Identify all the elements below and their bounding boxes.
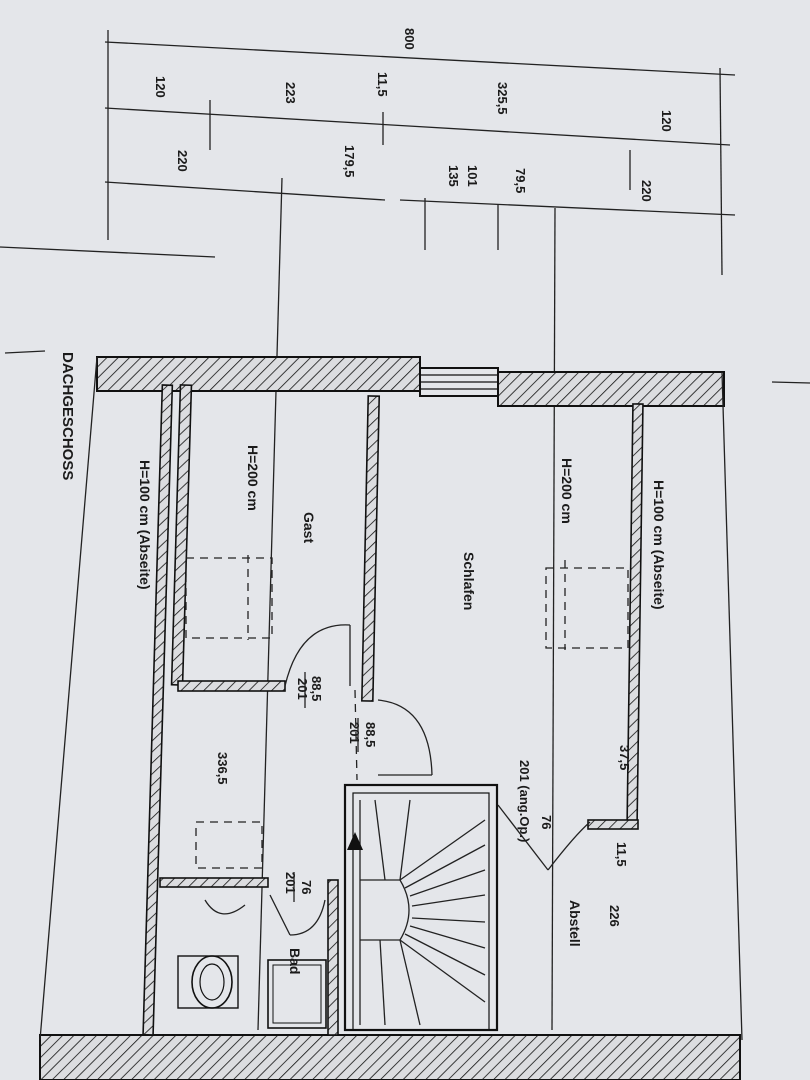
room-schlafen: Schlafen: [461, 552, 477, 610]
dim-76-a: 76: [539, 815, 554, 829]
labels: DACHGESCHOSS 800 11,5 325,5 120 120 223 …: [59, 28, 674, 974]
height-right: H=100 cm (Abseite): [651, 480, 667, 610]
dim-220-a: 220: [639, 180, 654, 202]
dim-325-5: 325,5: [495, 82, 510, 115]
dim-226: 226: [607, 905, 622, 927]
dim-top-total: 800: [402, 28, 417, 50]
height-schlafen: H=200 cm: [559, 458, 575, 524]
dim-88-5-b: 88,5: [363, 722, 378, 747]
dim-101: 101: [465, 165, 480, 187]
doors: [269, 624, 591, 936]
dim-120-b: 120: [153, 76, 168, 98]
dim-220-b: 220: [175, 150, 190, 172]
floor-title: DACHGESCHOSS: [59, 352, 76, 480]
room-gast: Gast: [301, 512, 317, 543]
walls: [39, 356, 743, 1080]
dim-179-5: 179,5: [342, 145, 357, 178]
dim-201-d: 201: [283, 872, 298, 894]
fraction-bars: [293, 672, 359, 902]
dim-201-c: 201: [347, 722, 362, 744]
dim-37-5: 37,5: [617, 745, 632, 770]
dim-11-5-b: 11,5: [614, 842, 629, 867]
dim-76-b: 76: [299, 880, 314, 894]
dim-223: 223: [283, 82, 298, 104]
dim-120-a: 120: [659, 110, 674, 132]
dim-201-b: 201: [295, 678, 310, 700]
height-gast: H=200 cm: [245, 445, 261, 511]
room-bad: Bad: [287, 948, 303, 974]
dim-135: 135: [446, 165, 461, 187]
dimension-lines: [0, 30, 810, 1031]
dim-11-5-a: 11,5: [375, 72, 390, 97]
room-abstell: Abstell: [567, 900, 583, 947]
dim-88-5-a: 88,5: [309, 676, 324, 701]
dim-336-5: 336,5: [215, 752, 230, 785]
dim-201-ang: 201 (ang.Op.): [517, 760, 532, 842]
fixtures: [177, 555, 629, 1029]
staircase: [347, 799, 486, 1026]
dim-79-5: 79,5: [513, 168, 528, 193]
height-left: H=100 cm (Abseite): [137, 460, 153, 590]
